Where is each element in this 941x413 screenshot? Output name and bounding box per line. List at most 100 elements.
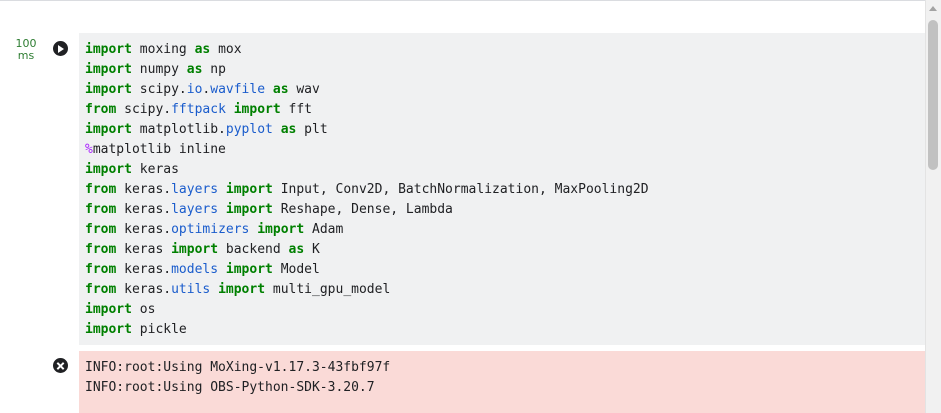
execution-time-unit: ms [17, 49, 35, 62]
code-token: os [131, 302, 156, 317]
code-token: multi_gpu_model [265, 282, 391, 297]
code-token [273, 122, 281, 137]
code-token: import [225, 182, 273, 197]
code-token: from [85, 282, 117, 297]
code-token: from [85, 102, 117, 117]
code-token: import [85, 302, 132, 317]
code-token: K [304, 242, 320, 257]
code-token: % [85, 142, 93, 157]
code-token: io [186, 82, 203, 97]
code-token: utils [171, 282, 211, 297]
code-token: from [85, 202, 117, 217]
code-token: models [171, 262, 219, 277]
code-line: import scipy.io.wavfile as wav [85, 80, 649, 100]
code-token: backend [218, 242, 289, 257]
code-token [210, 282, 218, 297]
code-token: Input, Conv2D, BatchNormalization, MaxPo… [272, 182, 649, 197]
code-token: from [85, 262, 117, 277]
code-token [218, 262, 226, 277]
chevron-up-icon[interactable] [929, 6, 937, 11]
code-token: Model [272, 262, 320, 277]
code-token: import [85, 62, 132, 77]
code-token: import [85, 122, 132, 137]
code-line: from keras.optimizers import Adam [85, 220, 649, 240]
code-token: layers [171, 202, 219, 217]
scrollbar-thumb[interactable] [928, 20, 938, 170]
code-token: matplotlib inline [92, 142, 226, 157]
code-line: from keras.layers import Reshape, Dense,… [85, 200, 649, 220]
code-token: pickle [131, 322, 187, 337]
code-token: from [85, 222, 117, 237]
run-cell-button[interactable] [53, 41, 68, 56]
code-token: as [288, 242, 305, 257]
code-line: from scipy.fftpack import fft [85, 100, 649, 120]
code-token: . [202, 82, 211, 97]
code-line: import pickle [85, 320, 649, 340]
code-token: fftpack [171, 102, 226, 117]
code-token: as [186, 62, 203, 77]
code-token: import [85, 82, 132, 97]
code-token: keras [116, 242, 172, 257]
code-token: import [225, 262, 273, 277]
code-token: import [85, 42, 132, 57]
code-token: import [233, 102, 281, 117]
code-token: scipy. [116, 102, 172, 117]
clear-output-icon[interactable] [53, 358, 68, 373]
cell-top-border [0, 0, 941, 1]
code-token: from [85, 242, 117, 257]
code-token: numpy [131, 62, 187, 77]
code-token: Reshape, Dense, Lambda [272, 202, 453, 217]
code-token [226, 102, 234, 117]
code-token: keras. [116, 262, 172, 277]
code-token: as [272, 82, 289, 97]
code-token: np [202, 62, 226, 77]
code-token [218, 182, 226, 197]
code-line: %matplotlib inline [85, 140, 649, 160]
code-token: import [85, 322, 132, 337]
code-line: import keras [85, 160, 649, 180]
code-line: from keras import backend as K [85, 240, 649, 260]
code-token: layers [171, 182, 219, 197]
output-line: INFO:root:Using OBS-Python-SDK-3.20.7 [85, 380, 375, 395]
code-line: from keras.models import Model [85, 260, 649, 280]
code-line: from keras.utils import multi_gpu_model [85, 280, 649, 300]
code-token: matplotlib. [131, 122, 226, 137]
code-token: fft [280, 102, 313, 117]
code-token: import [218, 282, 266, 297]
code-token: scipy. [131, 82, 187, 97]
code-line: from keras.layers import Input, Conv2D, … [85, 180, 649, 200]
code-line: import numpy as np [85, 60, 649, 80]
code-token: keras. [116, 282, 172, 297]
code-token: wav [288, 82, 320, 97]
code-token: mox [210, 42, 242, 57]
vertical-scrollbar[interactable] [925, 0, 941, 413]
code-token: keras. [116, 222, 172, 237]
execution-time-value: 100 [15, 37, 37, 50]
code-token: keras [131, 162, 179, 177]
code-token: import [257, 222, 305, 237]
code-token: pyplot [225, 122, 273, 137]
code-token: keras. [116, 182, 172, 197]
code-token: moxing [131, 42, 195, 57]
code-token: import [85, 162, 132, 177]
code-token: import [225, 202, 273, 217]
code-token: optimizers [171, 222, 250, 237]
code-token: import [171, 242, 219, 257]
code-token: as [194, 42, 211, 57]
code-token: as [280, 122, 297, 137]
code-token: keras. [116, 202, 172, 217]
code-line: import os [85, 300, 649, 320]
code-token: plt [296, 122, 328, 137]
play-icon [58, 44, 64, 53]
output-line: INFO:root:Using MoXing-v1.17.3-43fbf97f [85, 360, 391, 375]
code-token: from [85, 182, 117, 197]
code-token: wavfile [210, 82, 266, 97]
code-token [265, 82, 273, 97]
code-token [218, 202, 226, 217]
code-line: import matplotlib.pyplot as plt [85, 120, 649, 140]
code-token: Adam [304, 222, 344, 237]
